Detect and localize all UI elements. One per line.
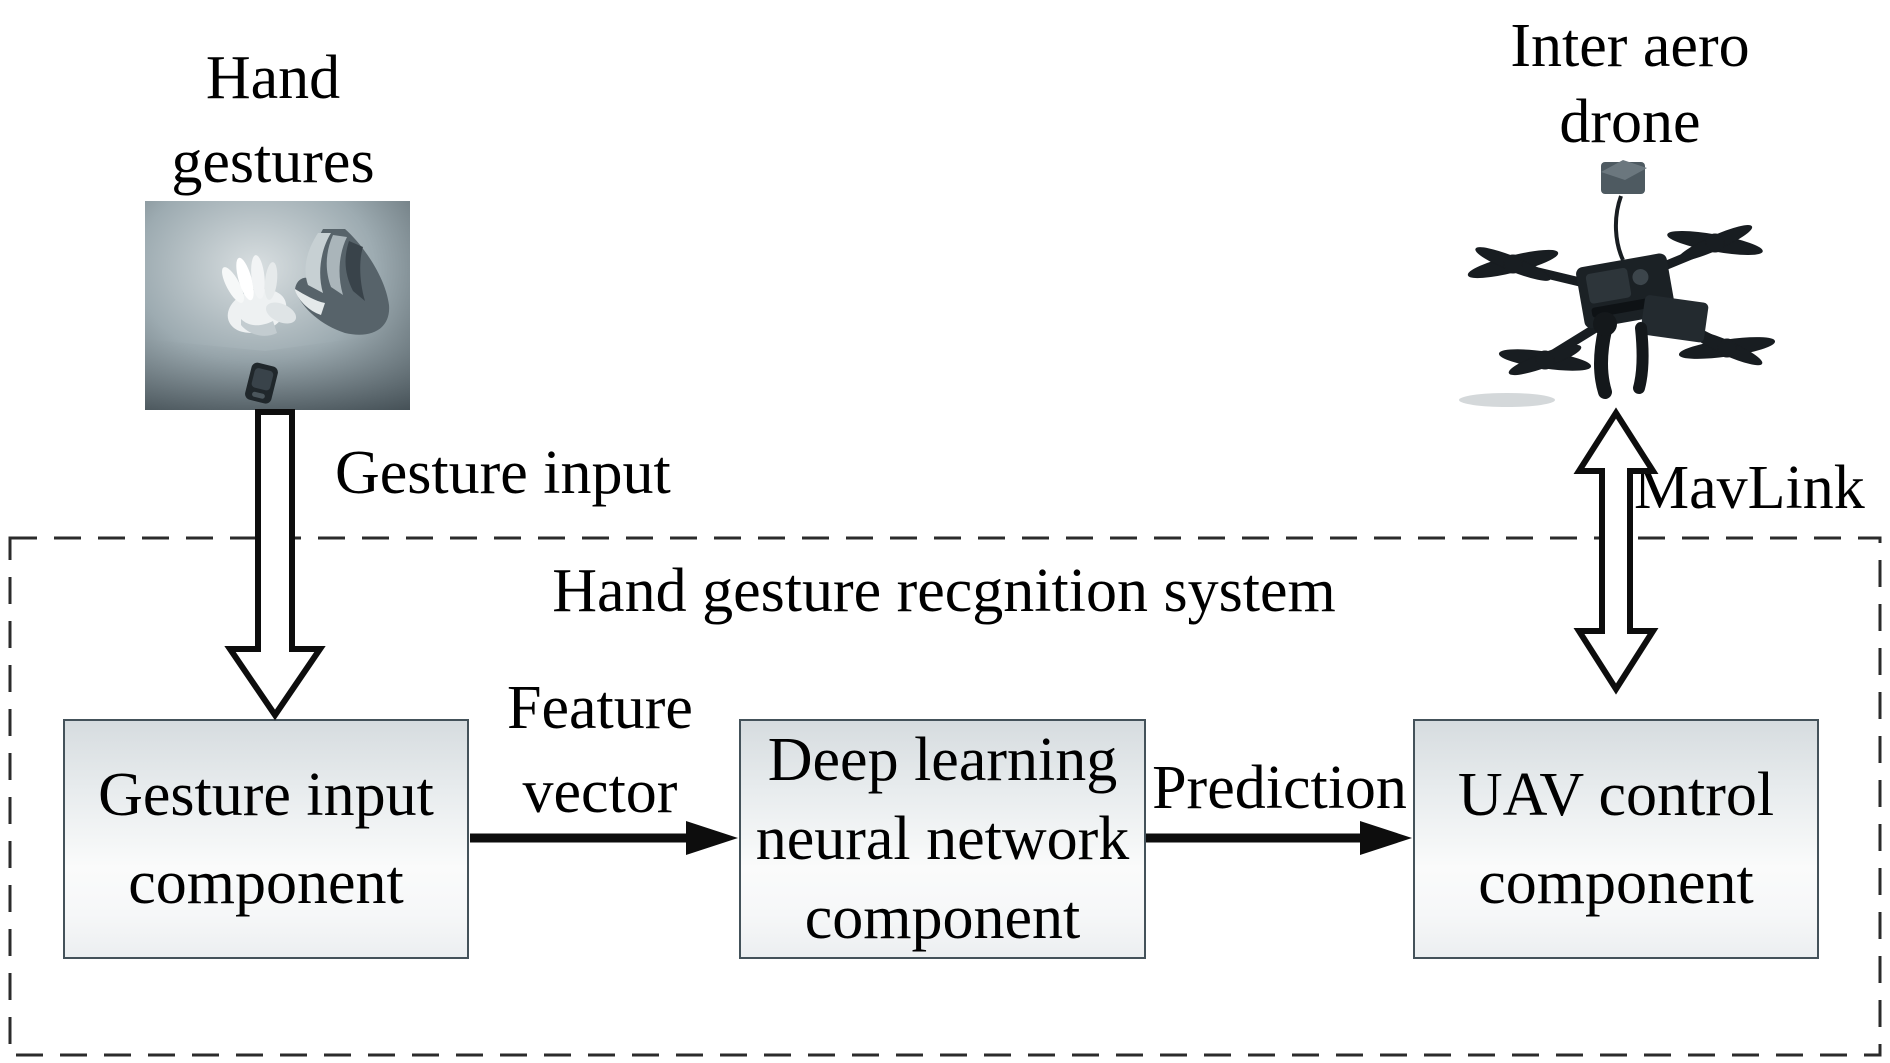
gesture-input-component-box: Gesture input component [63,719,469,959]
mavlink-arrow [1573,407,1659,695]
component-text-line: Deep learning [767,725,1118,794]
drone-label-line1: Inter aero [1510,12,1750,80]
component-text-line: component [128,849,404,917]
propeller-front-right [1667,225,1763,261]
drone-image [1459,160,1776,407]
gesture-input-arrow-label: Gesture input [335,439,671,507]
feature-vector-arrow [470,821,738,855]
component-text-line: neural network [755,804,1130,873]
drone-label-line2: drone [1559,88,1701,156]
propeller-back-right [1678,330,1776,366]
dark-hand-shape [295,229,390,335]
mavlink-label: MavLink [1634,454,1865,522]
hand-gestures-label-line1: Hand [205,44,341,112]
component-text-line: component [804,883,1081,952]
uav-control-component-box: UAV control component [1413,719,1819,959]
component-text-line: UAV control [1457,761,1775,829]
feature-vector-label: Feature vector [507,674,693,826]
component-text-line: component [1478,849,1754,917]
propeller-back-left [1498,344,1592,376]
hand-gestures-image [145,201,410,410]
propeller-front-left [1467,247,1559,281]
prediction-label: Prediction [1152,754,1407,822]
system-boundary-box [8,536,1882,1057]
drone-label: Inter aero drone [1440,8,1820,160]
hand-gestures-label-line2: gestures [171,128,375,196]
system-title: Hand gesture recgnition system [552,557,1336,625]
deep-learning-neural-network-component-box: Deep learning neural network component [739,719,1146,959]
sensor-device-shape [245,362,278,404]
prediction-arrow [1146,821,1412,855]
white-hand-shape [221,255,297,336]
hand-gestures-label: Hand gestures [93,36,453,204]
component-text-line: Gesture input [98,761,434,829]
gesture-input-arrow [224,409,326,721]
